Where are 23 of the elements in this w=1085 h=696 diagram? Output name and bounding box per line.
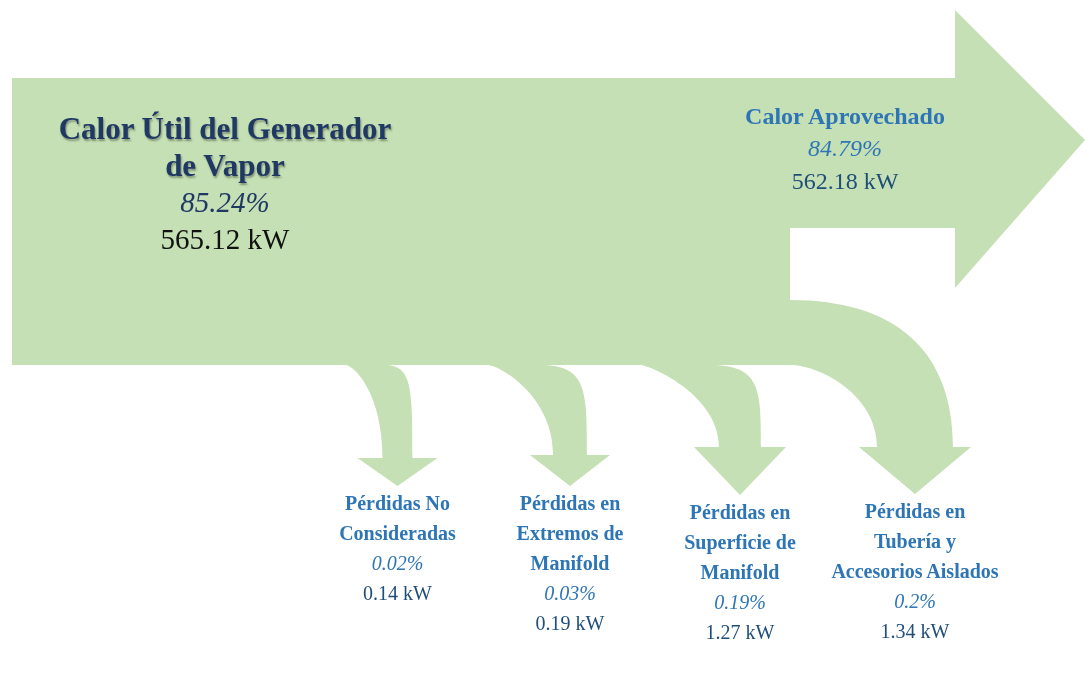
- flow-arrow: [488, 365, 610, 486]
- percent-value: 0.19%: [713, 590, 767, 615]
- percent-value: 84.79%: [807, 134, 883, 164]
- percent-value: 0.2%: [893, 589, 937, 614]
- flow-arrow: [790, 300, 971, 494]
- flow-title: Calor Útil del Generador de Vapor: [57, 110, 393, 185]
- power-value: 565.12 kW: [159, 221, 291, 257]
- flow-title: Calor Aprovechado: [744, 102, 946, 131]
- flow-title: Pérdidas No Consideradas: [338, 491, 457, 546]
- flow-title: Pérdidas en Tubería y Accesorios Aislados: [830, 499, 1000, 584]
- flow-arrow: [640, 365, 786, 495]
- power-value: 562.18 kW: [790, 166, 900, 196]
- percent-value: 0.03%: [543, 581, 597, 606]
- flow-arrow: [345, 365, 438, 486]
- power-value: 1.34 kW: [879, 619, 951, 644]
- flow-arrow: [790, 10, 1085, 288]
- flow-title: Pérdidas en Superficie de Manifold: [683, 500, 797, 585]
- flow-title: Pérdidas en Extremos de Manifold: [515, 491, 625, 576]
- percent-value: 0.02%: [370, 551, 425, 576]
- power-value: 1.27 kW: [704, 620, 776, 645]
- power-value: 0.14 kW: [362, 581, 433, 606]
- percent-value: 85.24%: [179, 185, 271, 221]
- power-value: 0.19 kW: [534, 611, 606, 636]
